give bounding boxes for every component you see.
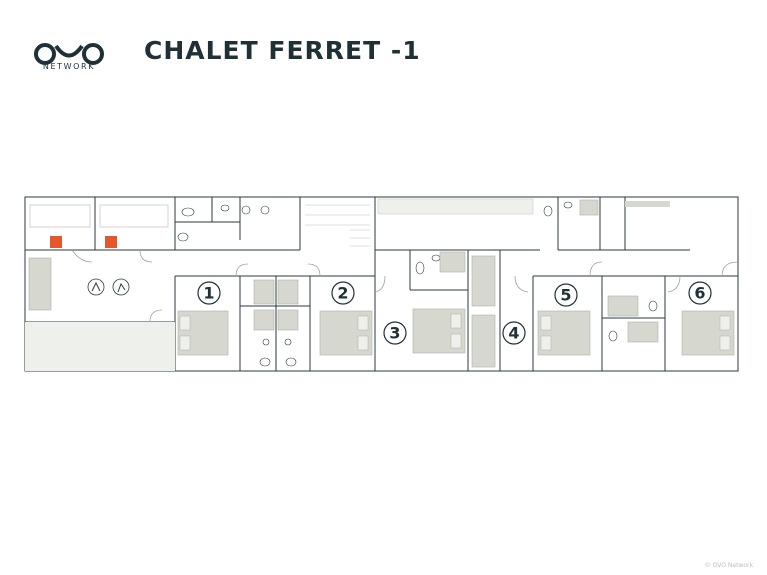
lounge-daybed (28, 257, 52, 311)
bed-room-3 (412, 308, 466, 354)
bed-room-6 (681, 310, 735, 356)
room-number: 2 (337, 284, 348, 303)
room-badge-5: 5 (554, 283, 578, 307)
room-badge-4: 4 (502, 321, 526, 345)
room-badge-6: 6 (688, 281, 712, 305)
room-number: 5 (560, 286, 571, 305)
room-number: 3 (389, 324, 400, 343)
bed-room-1 (177, 310, 229, 356)
room-badge-2: 2 (331, 281, 355, 305)
gym-bike-icon (87, 278, 105, 296)
bed-room-2 (319, 310, 373, 356)
ovo-logo (34, 43, 104, 65)
room-number: 4 (508, 324, 519, 343)
outer-wall (24, 196, 739, 372)
credit: © OVO Network (704, 562, 753, 569)
sauna-heater-1 (50, 236, 62, 248)
ski-rack (625, 201, 670, 207)
storage-counter (377, 198, 534, 215)
page-title: CHALET FERRET -1 (144, 36, 421, 65)
gym-treadmill-icon (112, 278, 130, 296)
room-badge-1: 1 (197, 281, 221, 305)
room-number: 1 (203, 284, 214, 303)
lower-left-zone (25, 322, 175, 371)
bed-room-5 (537, 310, 591, 356)
room-number: 6 (694, 284, 705, 303)
brand-name: NETWORK (42, 62, 96, 71)
sauna-heater-2 (105, 236, 117, 248)
room-badge-3: 3 (383, 321, 407, 345)
